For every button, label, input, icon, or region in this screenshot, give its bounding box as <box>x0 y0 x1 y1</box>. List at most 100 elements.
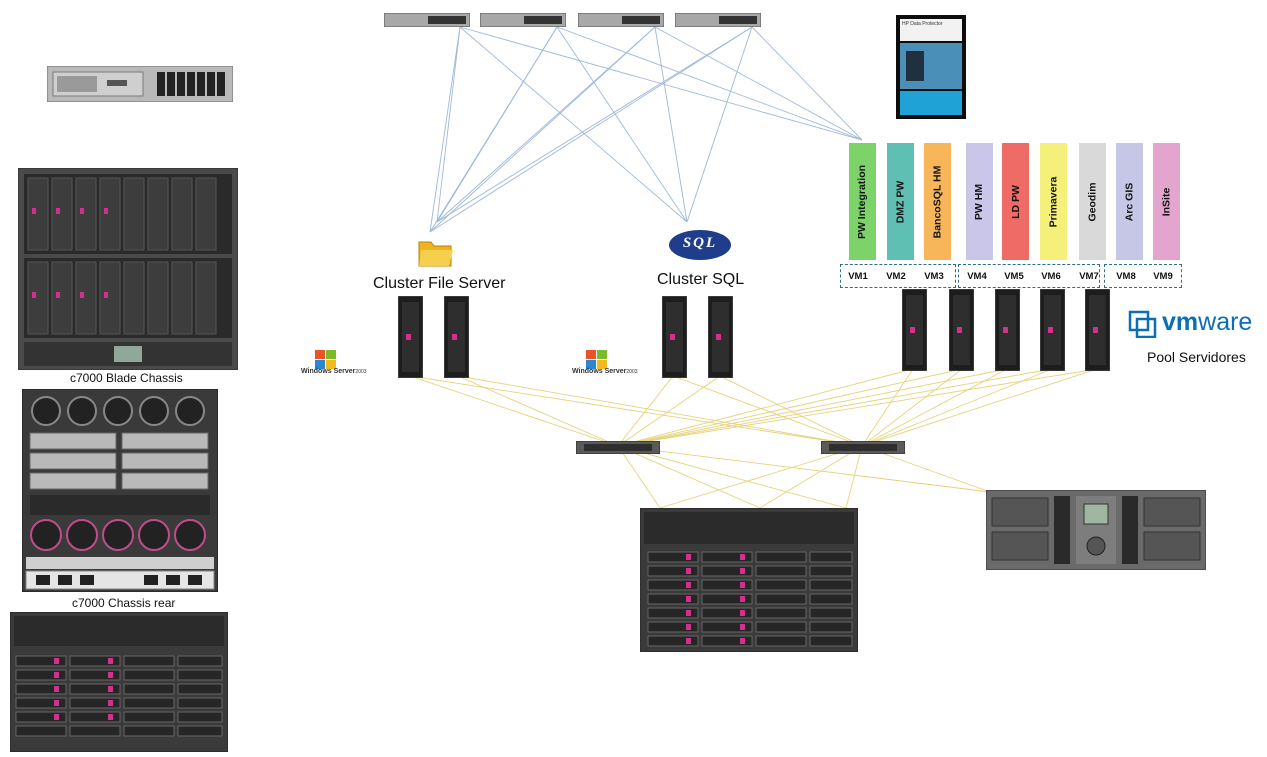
vm-group-1 <box>840 264 956 288</box>
vm-bar: Primavera <box>1040 143 1067 260</box>
san-link <box>617 375 674 447</box>
vm-id-label: VM2 <box>886 270 906 282</box>
lan-switch-1 <box>383 12 471 28</box>
vm-bar: Arc GIS <box>1116 143 1143 260</box>
vm-id-label: VM1 <box>848 270 868 282</box>
folder-icon <box>417 236 453 268</box>
vm-id-label: VM7 <box>1079 270 1099 282</box>
san-link <box>617 375 721 447</box>
storage-array-left <box>9 611 229 753</box>
file-server-blade-1 <box>397 295 424 379</box>
lan-link <box>429 26 461 233</box>
vmware-vm-text: vm <box>1162 308 1199 336</box>
vm-bar: InSite <box>1153 143 1180 260</box>
vm-name: Arc GIS <box>1123 182 1136 221</box>
vm-id-label: VM3 <box>924 270 944 282</box>
windows-version-text: 2003 <box>626 369 638 375</box>
san-link <box>617 368 1053 447</box>
vm-group-3 <box>1104 264 1182 288</box>
san-link <box>617 368 1008 447</box>
san-link <box>861 368 963 447</box>
storage-array-center <box>639 507 859 653</box>
sql-blade-2 <box>707 295 734 379</box>
vm-name: Primavera <box>1047 176 1060 227</box>
san-link <box>617 368 914 447</box>
vm-name: DMZ PW <box>894 180 907 223</box>
windows-server-logo-1: Windows Server2003 <box>301 350 381 378</box>
san-link <box>617 445 761 509</box>
vm-host-blade-2 <box>948 288 975 372</box>
windows-brand-text: Windows Server <box>572 368 627 375</box>
vm-name: InSite <box>1160 187 1173 216</box>
vm-name: PW Integration <box>856 164 869 239</box>
san-link <box>617 368 1098 447</box>
vm-host-blade-3 <box>994 288 1021 372</box>
windows-server-logo-2: Windows Server2003 <box>572 350 652 378</box>
windows-brand-text: Windows Server <box>301 368 356 375</box>
lan-link <box>556 26 688 223</box>
windows-version-text: 2003 <box>355 369 367 375</box>
vm-host-blade-1 <box>901 288 928 372</box>
pool-servidores-label: Pool Servidores <box>1147 349 1246 365</box>
lan-link <box>654 26 688 223</box>
lan-link <box>429 26 558 233</box>
san-switch-2 <box>820 440 906 455</box>
vm-bar: BancoSQL HM <box>924 143 951 260</box>
vm-group-2 <box>958 264 1100 288</box>
san-link <box>659 445 863 509</box>
lan-link <box>459 26 688 223</box>
lan-link <box>436 26 753 223</box>
lan-link <box>654 26 863 141</box>
vm-bar: PW Integration <box>849 143 876 260</box>
vm-name: BancoSQL HM <box>931 165 944 238</box>
san-link <box>617 445 847 509</box>
lan-switch-2 <box>479 12 567 28</box>
san-link <box>861 368 1098 447</box>
lan-link <box>556 26 863 141</box>
vm-bar: LD PW <box>1002 143 1029 260</box>
san-link <box>861 368 1008 447</box>
lan-switch-3 <box>577 12 665 28</box>
lan-links <box>429 26 863 233</box>
vm-bar: Geodim <box>1079 143 1106 260</box>
sql-blade-1 <box>661 295 688 379</box>
san-link <box>457 375 863 447</box>
vm-name: PW HM <box>973 183 986 220</box>
data-protector-label: HP Data Protector <box>902 21 943 27</box>
vm-bar: DMZ PW <box>887 143 914 260</box>
vm-name: LD PW <box>1009 184 1022 219</box>
san-link <box>457 375 619 447</box>
san-link <box>617 445 661 509</box>
tape-library <box>985 489 1207 571</box>
san-link <box>409 375 619 447</box>
blade-chassis-label: c7000 Blade Chassis <box>70 371 183 385</box>
data-protector-box: HP Data Protector <box>896 15 966 119</box>
blade-chassis-rear <box>21 388 219 593</box>
vm-id-label: VM8 <box>1116 270 1136 282</box>
cluster-sql-label: Cluster SQL <box>657 271 745 288</box>
blade-chassis <box>17 167 239 371</box>
vm-host-blade-5 <box>1084 288 1111 372</box>
rack-server <box>46 65 234 103</box>
chassis-rear-label: c7000 Chassis rear <box>72 596 176 610</box>
lan-link <box>686 26 753 223</box>
vm-bar: PW HM <box>966 143 993 260</box>
lan-link <box>429 26 656 233</box>
vm-id-label: VM9 <box>1153 270 1173 282</box>
vm-id-label: VM5 <box>1004 270 1024 282</box>
lan-link <box>429 26 753 233</box>
vm-host-blade-4 <box>1039 288 1066 372</box>
vm-id-label: VM4 <box>967 270 987 282</box>
vmware-logo: vmware <box>1128 308 1267 342</box>
lan-link <box>436 26 461 223</box>
san-link <box>845 445 863 509</box>
vm-name: Geodim <box>1086 181 1099 222</box>
lan-link <box>751 26 863 141</box>
san-switch-1 <box>575 440 661 455</box>
san-link <box>719 375 863 447</box>
san-links <box>409 368 1098 509</box>
san-link <box>672 375 863 447</box>
lan-switch-4 <box>674 12 762 28</box>
san-link <box>617 445 991 493</box>
